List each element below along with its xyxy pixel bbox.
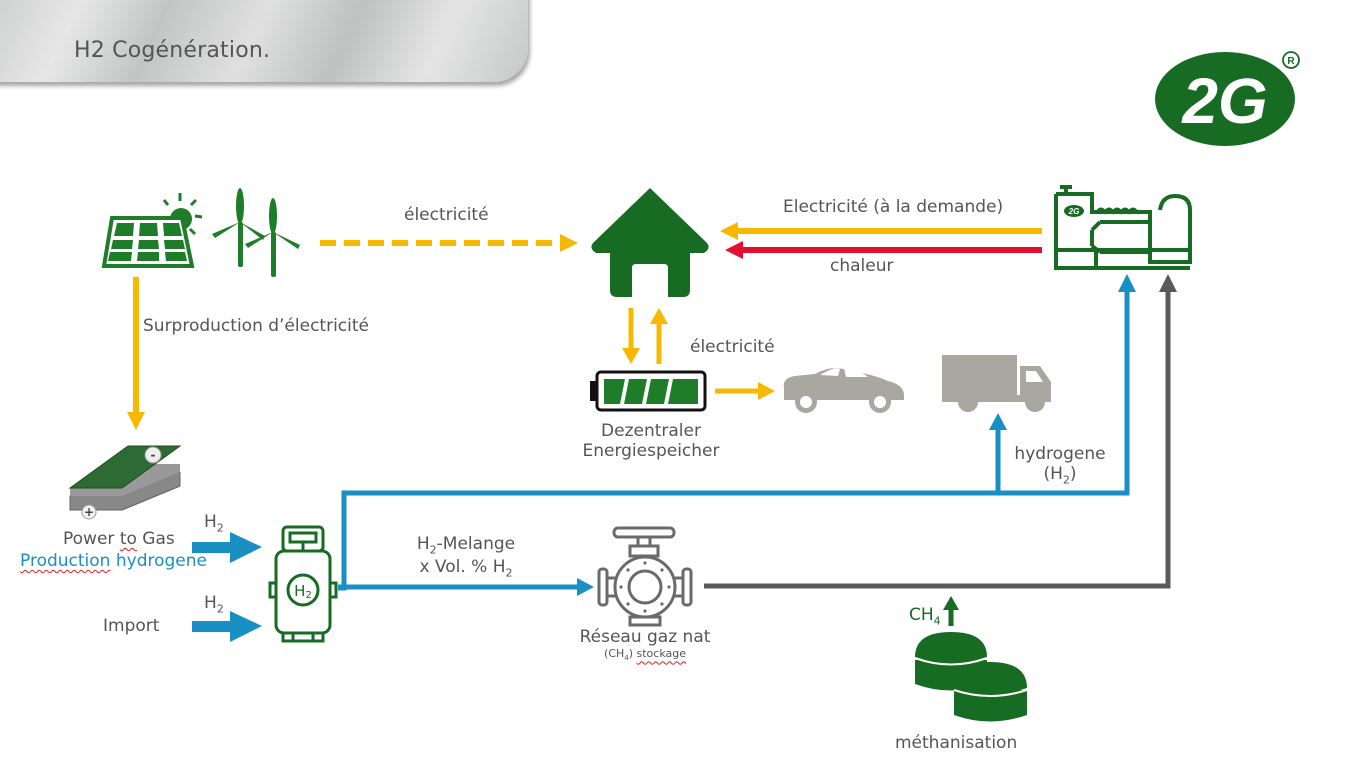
battery-label: Dezentraler Energiespeicher (574, 421, 728, 462)
chp-badge: 2G (1064, 205, 1084, 217)
electricity-label-renewables: électricité (404, 205, 489, 225)
gas-valve-icon (597, 526, 693, 627)
car-icon (783, 368, 904, 413)
battery-icon (590, 370, 707, 412)
import-label: Import (103, 616, 160, 636)
h2-blend-arrow (338, 578, 594, 596)
h2-tank-symbol: H2 (294, 582, 312, 601)
house-to-battery-arrow (622, 308, 640, 364)
h2-label-import: H2 (204, 593, 224, 616)
h2-label-production: H2 (204, 512, 224, 535)
surplus-electricity-arrow (127, 277, 145, 430)
svg-text:-: - (151, 448, 156, 462)
solar-panel-icon (101, 193, 203, 268)
surplus-electricity-label: Surproduction d’électricité (143, 316, 369, 336)
electricity-flow-arrow-renewables (320, 234, 578, 252)
ch4-label: CH4 (909, 605, 941, 628)
page-title: H2 Cogénération. (74, 38, 271, 63)
minus-terminal-icon (144, 446, 162, 464)
title-banner (0, 0, 528, 82)
gas-grid-label: Réseau gaz nat (CH4) stockage (565, 627, 725, 663)
h2-blend-label: H2-Melange x Vol. % H2 (416, 534, 516, 579)
truck-icon (942, 355, 1051, 412)
heat-label: chaleur (830, 256, 894, 276)
production-h2-arrow (192, 532, 262, 563)
heat-arrow (725, 241, 1042, 259)
svg-text:2G: 2G (1068, 207, 1080, 216)
power-to-gas-label: Power to Gas (63, 529, 175, 549)
hydrogene-formula: (H2) (1043, 464, 1077, 487)
electricity-label-battery: électricité (690, 337, 775, 357)
natural-gas-pipeline (704, 274, 1177, 589)
hydrogene-text: hydrogene (1014, 444, 1106, 464)
logo-text: 2G (1181, 65, 1267, 137)
house-icon (591, 188, 709, 297)
logo-2g: 2G R (1155, 51, 1300, 146)
wind-turbine-icon (212, 188, 300, 277)
gas-grid-sublabel: (CH4) stockage (603, 647, 686, 663)
battery-to-house-arrow (650, 308, 668, 364)
production-hydrogene-label: Production hydrogene (20, 551, 207, 571)
electricity-demand-arrow (720, 222, 1042, 240)
svg-text:+: + (84, 505, 94, 519)
valve-bolts (619, 561, 671, 613)
import-h2-arrow (192, 611, 262, 642)
biogas-digester-icon (914, 596, 1028, 722)
battery-label-line1: Dezentraler (601, 421, 701, 441)
svg-text:R: R (1287, 56, 1295, 67)
electricity-demand-label: Electricité (à la demande) (783, 197, 1004, 217)
gas-grid-title: Réseau gaz nat (579, 627, 711, 647)
methanisation-label: méthanisation (895, 733, 1018, 753)
hydrogen-to-truck-arrowhead (989, 413, 1007, 430)
hydrogene-label: hydrogene (H2) (1000, 444, 1120, 487)
hydrogen-to-chp-arrowhead (1118, 274, 1136, 292)
chp-generator-icon (1054, 185, 1192, 270)
plus-terminal-icon (81, 504, 97, 520)
battery-to-car-arrow (715, 382, 775, 400)
electrolyzer-stack-icon: - + (68, 445, 182, 520)
battery-label-line2: Energiespeicher (582, 441, 720, 462)
h2-tank-icon (268, 525, 338, 643)
